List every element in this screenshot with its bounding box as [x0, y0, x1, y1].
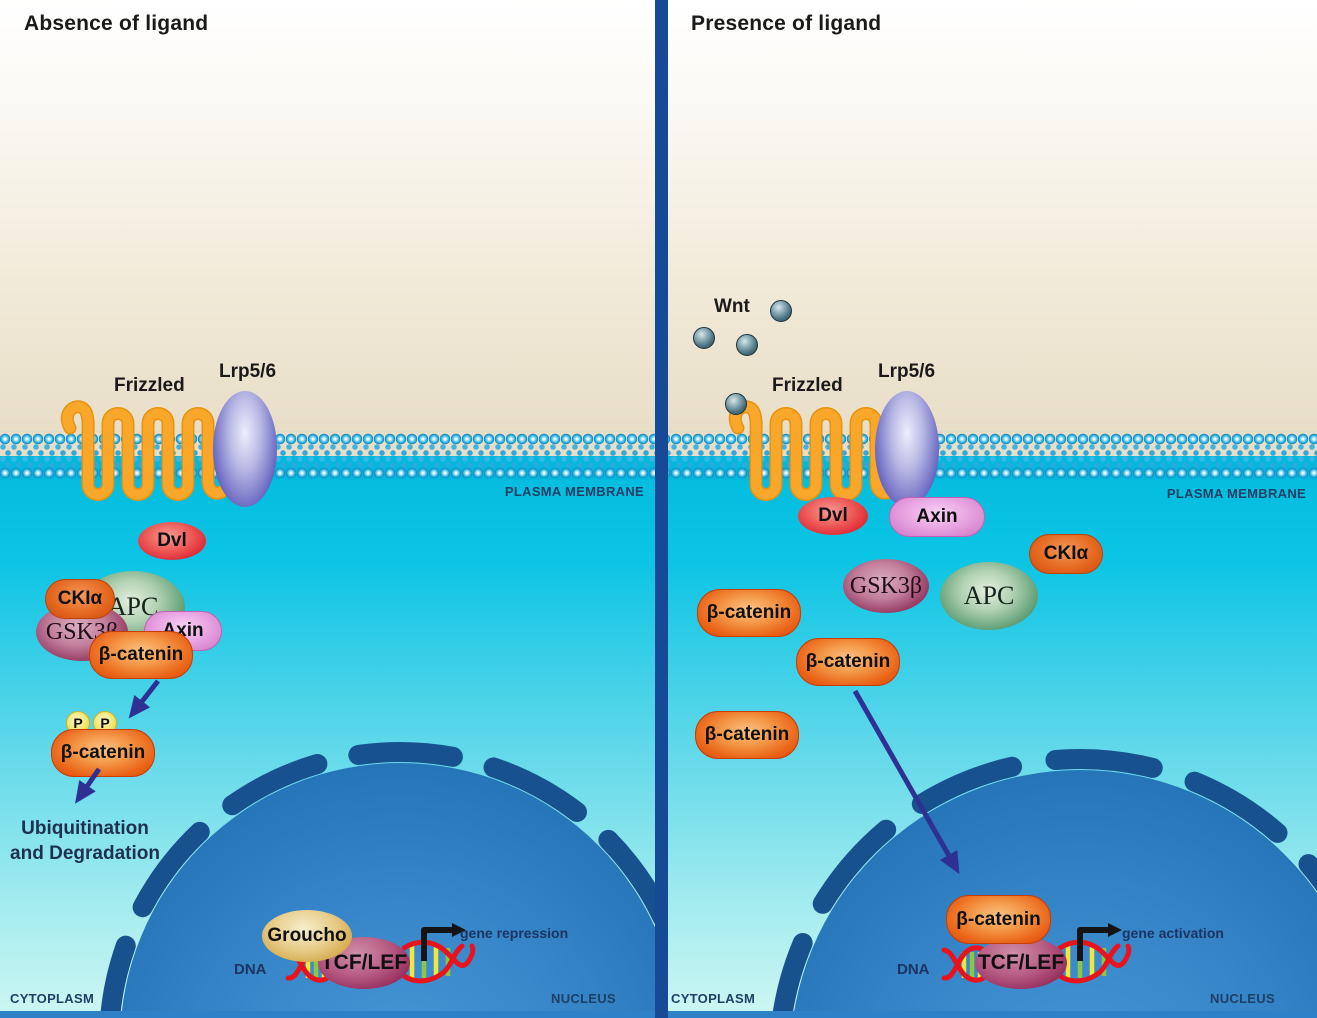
degradation-text: Ubiquitination and Degradation: [10, 818, 160, 864]
nuclear-envelope-right: [769, 749, 1317, 1018]
panel-title-right: Presence of ligand: [691, 12, 882, 35]
axin-protein-right: Axin: [889, 497, 985, 537]
nucleus-label-right: NUCLEUS: [1210, 991, 1275, 1006]
beta-catenin-nuclear: β-catenin: [946, 895, 1051, 944]
cytoplasm-label-left: CYTOPLASM: [10, 991, 95, 1006]
dvl-protein-left: Dvl: [138, 522, 206, 560]
cytoplasm-label-right: CYTOPLASM: [671, 991, 756, 1006]
wnt-ligand-icon: [736, 334, 758, 356]
lrp56-label-left: Lrp5/6: [219, 361, 277, 382]
beta-catenin-complex-left: β-catenin: [89, 631, 193, 679]
panel-title-left: Absence of ligand: [24, 12, 209, 35]
dna-label-left: DNA: [234, 961, 267, 978]
wnt-ligand-icon: [693, 327, 715, 349]
tcf-lef-right: TCF/LEF: [975, 937, 1067, 989]
wnt-label: Wnt: [714, 296, 750, 317]
beta-catenin-phospho: β-catenin: [51, 729, 155, 777]
groucho-protein: Groucho: [262, 910, 352, 962]
nuclear-envelope-left: [99, 742, 655, 1018]
beta-catenin-free-3: β-catenin: [695, 711, 799, 759]
lrp56-receptor-right: [875, 391, 939, 507]
dna-label-right: DNA: [897, 961, 930, 978]
transcription-arrow-left: [421, 923, 466, 961]
wnt-ligand-icon: [770, 300, 792, 322]
beta-catenin-free-1: β-catenin: [697, 589, 801, 637]
plasma-membrane-label-right: PLASMA MEMBRANE: [1166, 486, 1306, 501]
frizzled-receptor-left: [60, 400, 226, 501]
gene-activation-label: gene activation: [1122, 925, 1224, 941]
gsk3b-protein-right: GSK3β: [843, 559, 929, 613]
apc-protein-right: APC: [940, 562, 1038, 630]
frizzled-label-right: Frizzled: [772, 375, 843, 396]
transcription-arrow-right: [1077, 923, 1122, 961]
nucleus-label-left: NUCLEUS: [551, 991, 616, 1006]
wnt-ligand-bound-icon: [725, 393, 747, 415]
panel-divider: [655, 0, 668, 1018]
ckia-protein-left: CKIα: [45, 579, 115, 619]
frizzled-label-left: Frizzled: [114, 375, 185, 396]
lrp56-receptor-left: [213, 391, 277, 507]
beta-catenin-free-2: β-catenin: [796, 638, 900, 686]
ckia-protein-right: CKIα: [1029, 534, 1103, 574]
frizzled-receptor-right: [728, 400, 894, 501]
nucleus-left: [99, 742, 655, 1018]
plasma-membrane-label-left: PLASMA MEMBRANE: [504, 484, 644, 499]
lrp56-label-right: Lrp5/6: [878, 361, 936, 382]
dvl-protein-right: Dvl: [798, 497, 868, 535]
gene-repression-label: gene repression: [460, 925, 569, 941]
